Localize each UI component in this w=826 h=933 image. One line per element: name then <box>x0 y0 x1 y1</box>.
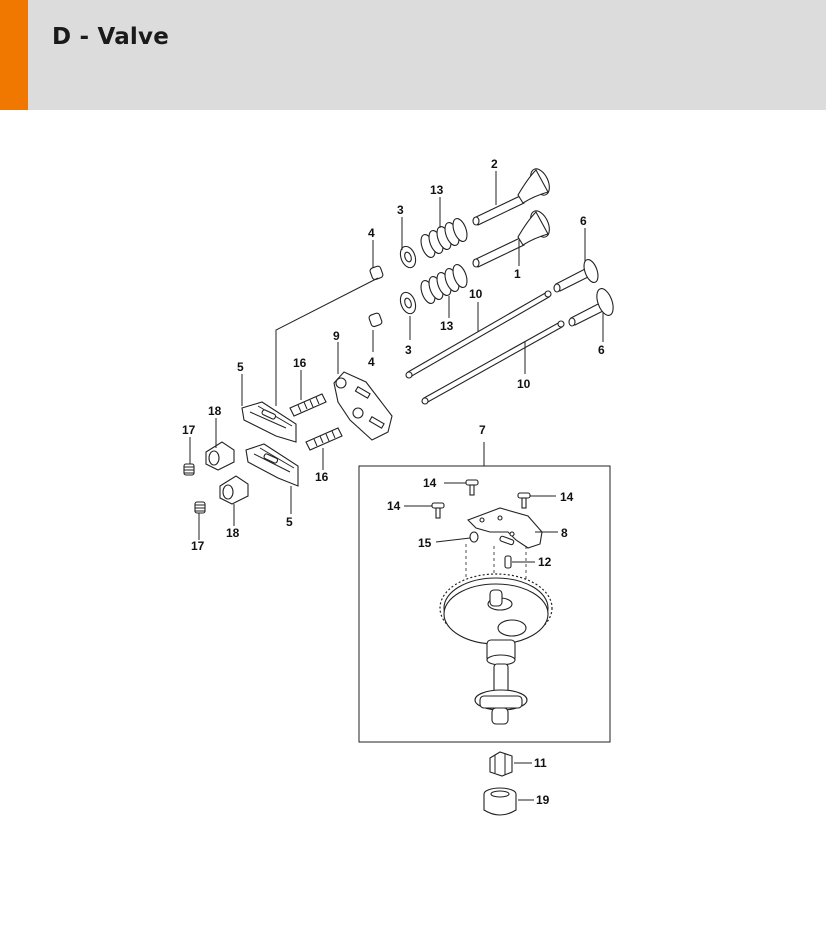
camshaft-gear-part-7[interactable] <box>439 573 553 725</box>
spring-retainer-part-3-upper[interactable] <box>398 244 419 269</box>
callout-9: 9 <box>333 329 340 343</box>
coupling-part-11[interactable] <box>489 751 513 777</box>
tappet-part-6-upper[interactable] <box>553 258 601 293</box>
valve-cap-part-4-lower[interactable] <box>368 312 383 328</box>
callout-11: 11 <box>534 756 547 770</box>
adjust-nut-part-18-lower[interactable] <box>219 475 249 505</box>
callout-7: 7 <box>479 423 486 437</box>
callout-19: 19 <box>536 793 550 807</box>
spring-retainer-part-3-lower[interactable] <box>398 290 419 315</box>
valve-cap-part-4-upper[interactable] <box>369 265 384 281</box>
pin-part-12[interactable] <box>504 555 512 569</box>
callout-14-top: 14 <box>423 476 437 490</box>
decompression-plate-part-8[interactable] <box>467 507 543 549</box>
rocker-arm-part-5-upper[interactable] <box>241 401 297 443</box>
callout-10-upper: 10 <box>469 287 483 301</box>
callout-14-left: 14 <box>387 499 401 513</box>
callout-12: 12 <box>538 555 552 569</box>
callout-5-upper: 5 <box>237 360 244 374</box>
callout-4-lower: 4 <box>368 355 375 369</box>
valve-spring-part-13-upper[interactable] <box>418 217 469 260</box>
callout-13-upper: 13 <box>430 183 444 197</box>
callout-10-lower: 10 <box>517 377 531 391</box>
bolt-part-14-right[interactable] <box>517 492 531 509</box>
header-accent-bar <box>0 0 28 110</box>
callout-16-upper: 16 <box>293 356 307 370</box>
adjust-nut-part-18-upper[interactable] <box>205 441 235 471</box>
callout-1: 1 <box>514 267 521 281</box>
bolt-part-14-top[interactable] <box>465 479 479 496</box>
adjust-screw-part-17-upper[interactable] <box>183 463 195 476</box>
callout-8: 8 <box>561 526 568 540</box>
valve-part-1[interactable] <box>472 208 553 268</box>
callout-4-upper: 4 <box>368 226 375 240</box>
callout-3-upper: 3 <box>397 203 404 217</box>
push-rod-part-10-upper[interactable] <box>405 290 552 379</box>
spring-part-15[interactable] <box>469 531 479 543</box>
callout-17-upper: 17 <box>182 423 196 437</box>
push-rod-part-10-lower[interactable] <box>421 320 565 405</box>
callout-15: 15 <box>418 536 432 550</box>
callout-2: 2 <box>491 157 498 171</box>
callout-3-lower: 3 <box>405 343 412 357</box>
bolt-part-14-left[interactable] <box>431 502 445 519</box>
callout-13-lower: 13 <box>440 319 454 333</box>
callout-17-lower: 17 <box>191 539 205 553</box>
rocker-plate-part-9[interactable] <box>333 371 393 441</box>
callout-18-lower: 18 <box>226 526 240 540</box>
stud-part-16-upper[interactable] <box>289 393 327 417</box>
valve-spring-part-13-lower[interactable] <box>418 263 469 306</box>
callout-5-lower: 5 <box>286 515 293 529</box>
callout-14-right: 14 <box>560 490 574 504</box>
bushing-part-19[interactable] <box>483 787 517 816</box>
callout-16-lower: 16 <box>315 470 329 484</box>
page-title: D - Valve <box>52 24 169 50</box>
stud-part-16-lower[interactable] <box>305 427 343 451</box>
page-header: D - Valve <box>0 0 826 110</box>
callout-18-upper: 18 <box>208 404 222 418</box>
callout-6-upper: 6 <box>580 214 587 228</box>
callout-6-lower: 6 <box>598 343 605 357</box>
valve-part-2[interactable] <box>472 166 553 226</box>
rocker-arm-part-5-lower[interactable] <box>245 443 299 487</box>
adjust-screw-part-17-lower[interactable] <box>194 501 206 514</box>
leader-lines <box>189 171 604 801</box>
tappet-part-6-lower[interactable] <box>568 286 616 327</box>
